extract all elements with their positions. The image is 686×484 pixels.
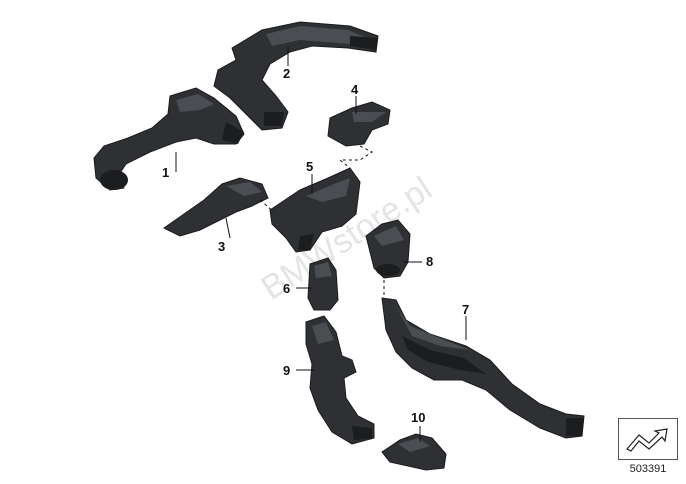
callout-1: 1 bbox=[162, 165, 169, 180]
part-1-duct[interactable] bbox=[93, 87, 245, 191]
part-6-connector[interactable] bbox=[307, 257, 339, 311]
reference-box bbox=[618, 418, 678, 460]
connection-line-4-5 bbox=[338, 145, 373, 169]
callout-10: 10 bbox=[411, 410, 425, 425]
reference-number: 503391 bbox=[629, 463, 667, 475]
part-4-bracket[interactable] bbox=[327, 101, 391, 147]
callout-4: 4 bbox=[351, 82, 359, 97]
arrow-reference-icon bbox=[626, 428, 668, 452]
callout-7: 7 bbox=[462, 302, 469, 317]
callout-6: 6 bbox=[283, 281, 290, 296]
part-10-piece[interactable] bbox=[381, 433, 447, 471]
callout-8: 8 bbox=[426, 254, 433, 269]
part-8-duct[interactable] bbox=[365, 219, 411, 279]
part-2-duct[interactable] bbox=[213, 21, 379, 131]
part-7-duct[interactable] bbox=[381, 297, 585, 439]
leader-line-3 bbox=[225, 217, 231, 239]
callout-5: 5 bbox=[306, 159, 313, 174]
callout-2: 2 bbox=[283, 66, 290, 81]
callout-3: 3 bbox=[218, 239, 225, 254]
part-5-junction[interactable] bbox=[269, 167, 361, 253]
part-9-duct[interactable] bbox=[305, 315, 375, 445]
part-3-duct[interactable] bbox=[163, 177, 269, 237]
callout-9: 9 bbox=[283, 363, 290, 378]
